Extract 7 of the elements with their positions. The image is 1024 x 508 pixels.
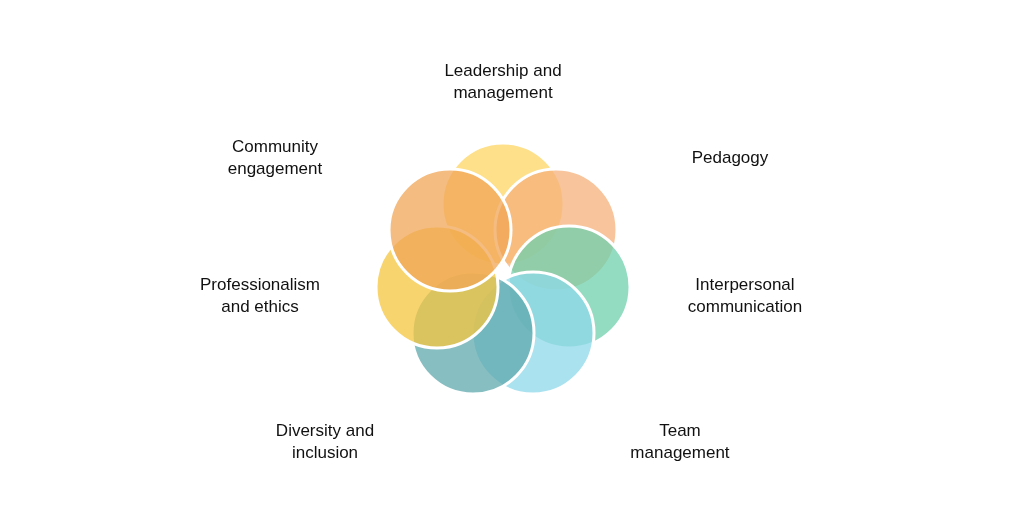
circle-label: Leadership and management [443,60,563,104]
circle-label: Community engagement [226,136,324,180]
circle-label: Diversity and inclusion [274,420,376,464]
circle-label: Professionalism and ethics [199,274,321,318]
circle-label: Pedagogy [690,147,770,169]
circle-label: Team management [629,420,731,464]
circle-label: Interpersonal communication [686,274,804,318]
